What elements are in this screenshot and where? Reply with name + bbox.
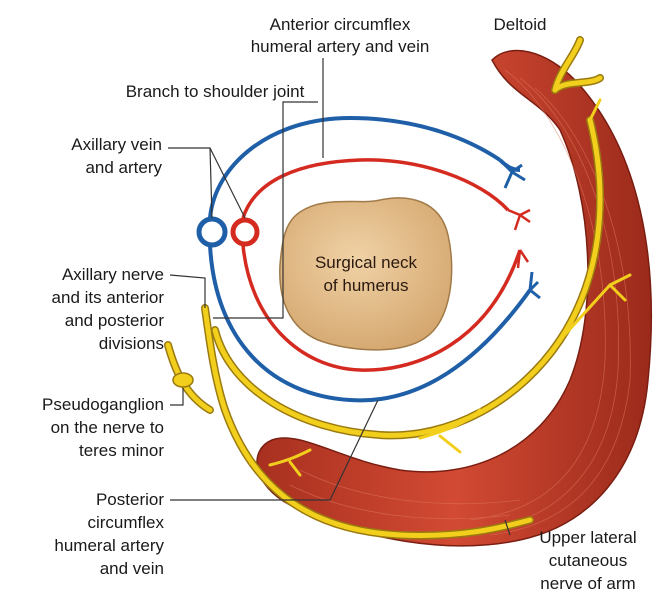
svg-text:Axillary nerve: Axillary nerve [62, 265, 164, 284]
svg-text:Pseudoganglion: Pseudoganglion [42, 395, 164, 414]
label-anterior-circumflex: Anterior circumflex humeral artery and v… [251, 15, 430, 56]
anterior-artery-branches [508, 210, 530, 268]
svg-text:of humerus: of humerus [323, 276, 408, 295]
svg-text:Axillary vein: Axillary vein [71, 135, 162, 154]
label-axillary-vein-artery: Axillary vein and artery [71, 135, 162, 177]
svg-text:teres minor: teres minor [79, 441, 164, 460]
svg-text:and artery: and artery [85, 158, 162, 177]
svg-text:on the nerve to: on the nerve to [51, 418, 164, 437]
svg-text:Anterior circumflex: Anterior circumflex [270, 15, 411, 34]
svg-text:Posterior: Posterior [96, 490, 164, 509]
svg-text:cutaneous: cutaneous [549, 551, 627, 570]
label-deltoid: Deltoid [494, 15, 547, 34]
label-branch-shoulder: Branch to shoulder joint [126, 82, 305, 101]
humerus-neck [280, 198, 452, 350]
svg-text:Upper lateral: Upper lateral [539, 528, 636, 547]
svg-text:and posterior: and posterior [65, 311, 165, 330]
svg-text:nerve of arm: nerve of arm [540, 574, 635, 593]
label-axillary-nerve: Axillary nerve and its anterior and post… [52, 265, 165, 353]
pseudoganglion-node [173, 373, 193, 387]
anterior-vein-branches [500, 160, 540, 298]
svg-text:divisions: divisions [99, 334, 164, 353]
svg-text:circumflex: circumflex [87, 513, 164, 532]
svg-text:humeral artery and vein: humeral artery and vein [251, 37, 430, 56]
axillary-vein-section [199, 219, 225, 245]
label-pseudoganglion: Pseudoganglion on the nerve to teres min… [42, 395, 164, 460]
svg-text:and vein: and vein [100, 559, 164, 578]
label-upper-lateral: Upper lateral cutaneous nerve of arm [539, 528, 636, 593]
label-posterior-circumflex: Posterior circumflex humeral artery and … [54, 490, 164, 578]
svg-text:Surgical neck: Surgical neck [315, 253, 418, 272]
axillary-artery-section [233, 220, 257, 244]
svg-text:humeral artery: humeral artery [54, 536, 164, 555]
svg-text:and its anterior: and its anterior [52, 288, 165, 307]
